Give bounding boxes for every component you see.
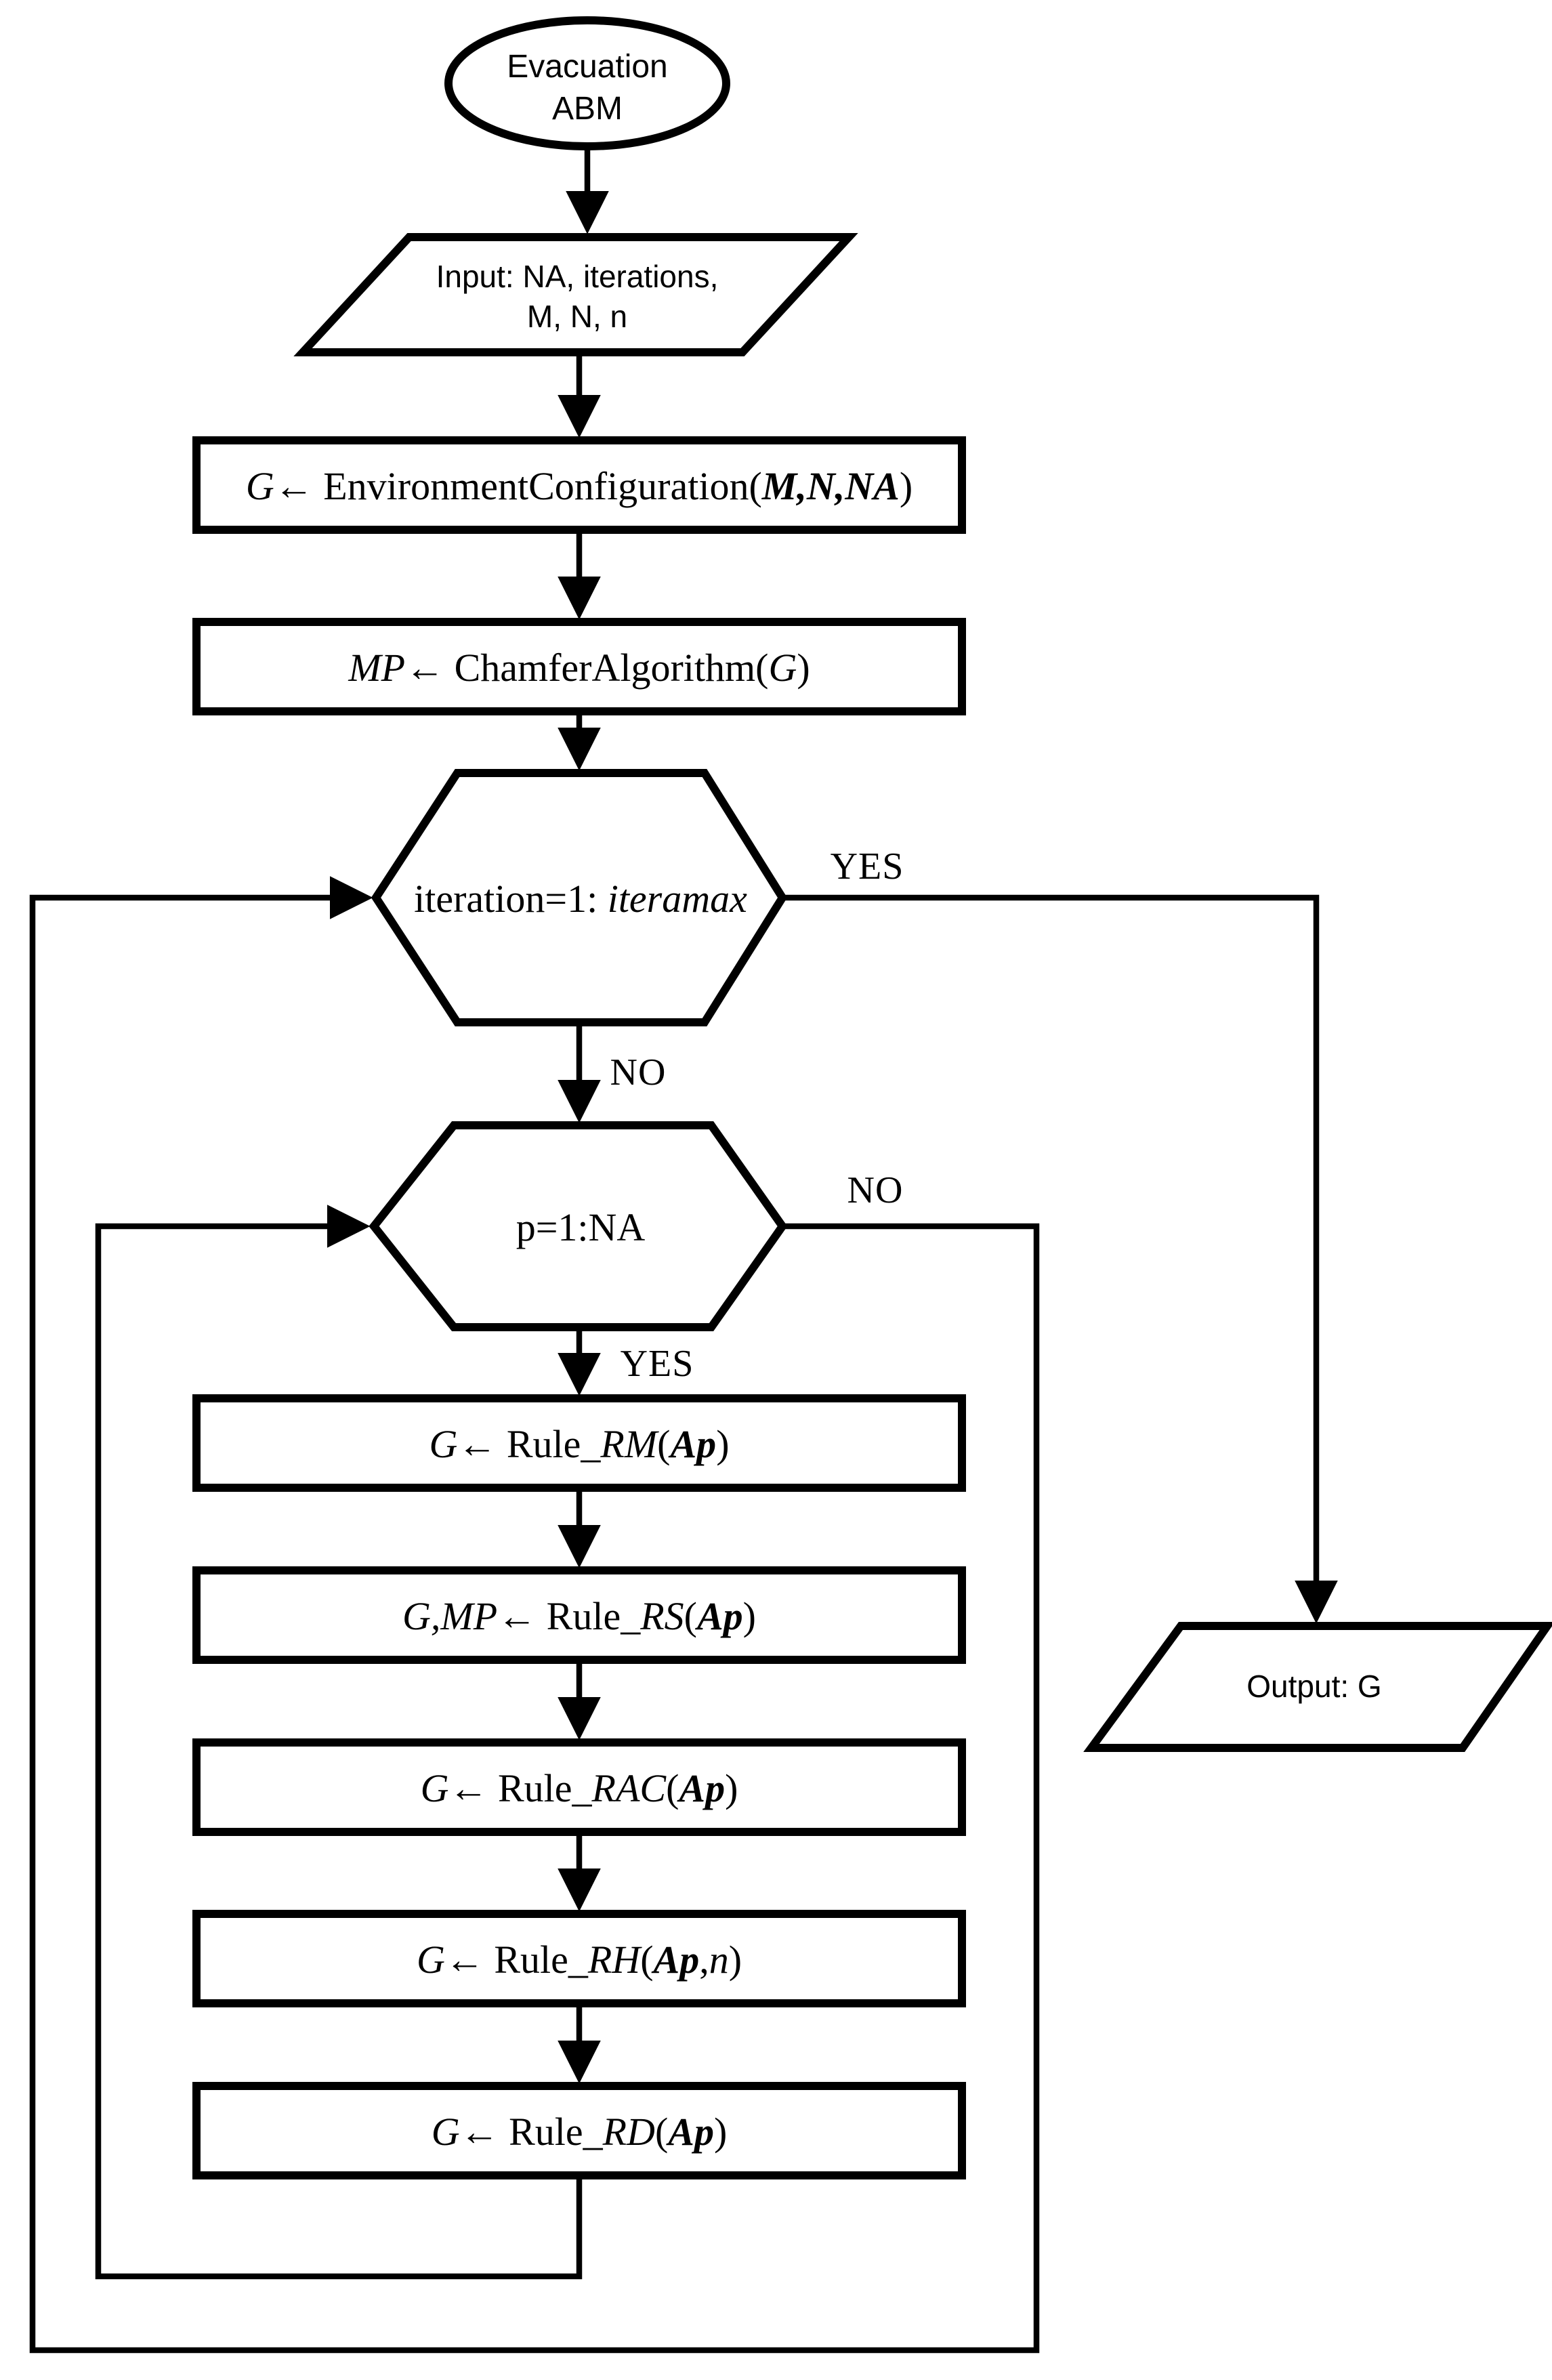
envconfig-label: G← EnvironmentConfiguration(M,N,NA): [246, 464, 913, 508]
label-iterloop-no: NO: [610, 1051, 667, 1093]
process-rulerac-shape: [192, 1738, 966, 1836]
rulers-label: G,MP← Rule_RS(Ap): [402, 1594, 756, 1638]
rulerac-label: G← Rule_RAC(Ap): [421, 1766, 738, 1810]
start-label-line2: ABM: [552, 91, 623, 127]
process-chamfer-shape: [192, 618, 966, 715]
input-label-line2: M, N, n: [527, 299, 627, 334]
edges: [29, 149, 1338, 2354]
agentloop-label: p=1:NA: [516, 1205, 646, 1249]
terminator-start-shape: [444, 16, 730, 150]
label-agentloop-yes: YES: [621, 1343, 694, 1385]
input-label-line1: Input: NA, iterations,: [436, 259, 719, 294]
label-agentloop-no: NO: [847, 1169, 904, 1211]
io-input-shape: [293, 233, 858, 356]
labels: Evacuation ABM Input: NA, iterations, M,…: [246, 49, 1382, 2154]
rulerh-label: G← Rule_RH(Ap,n): [417, 1938, 742, 1982]
rulerm-label: G← Rule_RM(Ap): [429, 1422, 729, 1466]
io-output-shape: [1083, 1622, 1552, 1752]
edge-agentloop-no-loop-to-iterloop: [29, 876, 1040, 2354]
process-rulerm-shape: [192, 1394, 966, 1492]
chamfer-label: MP← ChamferAlgorithm(G): [348, 646, 810, 690]
label-iterloop-yes: YES: [831, 845, 904, 888]
edge-rulerd-loop-to-agentloop: [95, 1205, 583, 2280]
edge-labels: YES NO NO YES: [610, 845, 904, 1385]
process-rulers-shape: [192, 1566, 966, 1664]
process-envconfig-shape: [192, 436, 966, 534]
edge-iterloop-yes-to-output: [784, 894, 1338, 1624]
process-rulerd-shape: [192, 2082, 966, 2179]
start-label-line1: Evacuation: [507, 49, 668, 85]
loop-agent-shape: [369, 1121, 788, 1331]
loop-iteration-shape: [371, 769, 788, 1026]
output-label: Output: G: [1246, 1669, 1381, 1704]
iterloop-label: iteration=1: iteramax: [414, 877, 747, 921]
shapes: [192, 16, 1552, 2179]
process-rulerh-shape: [192, 1910, 966, 2007]
rulerd-label: G← Rule_RD(Ap): [432, 2110, 728, 2154]
